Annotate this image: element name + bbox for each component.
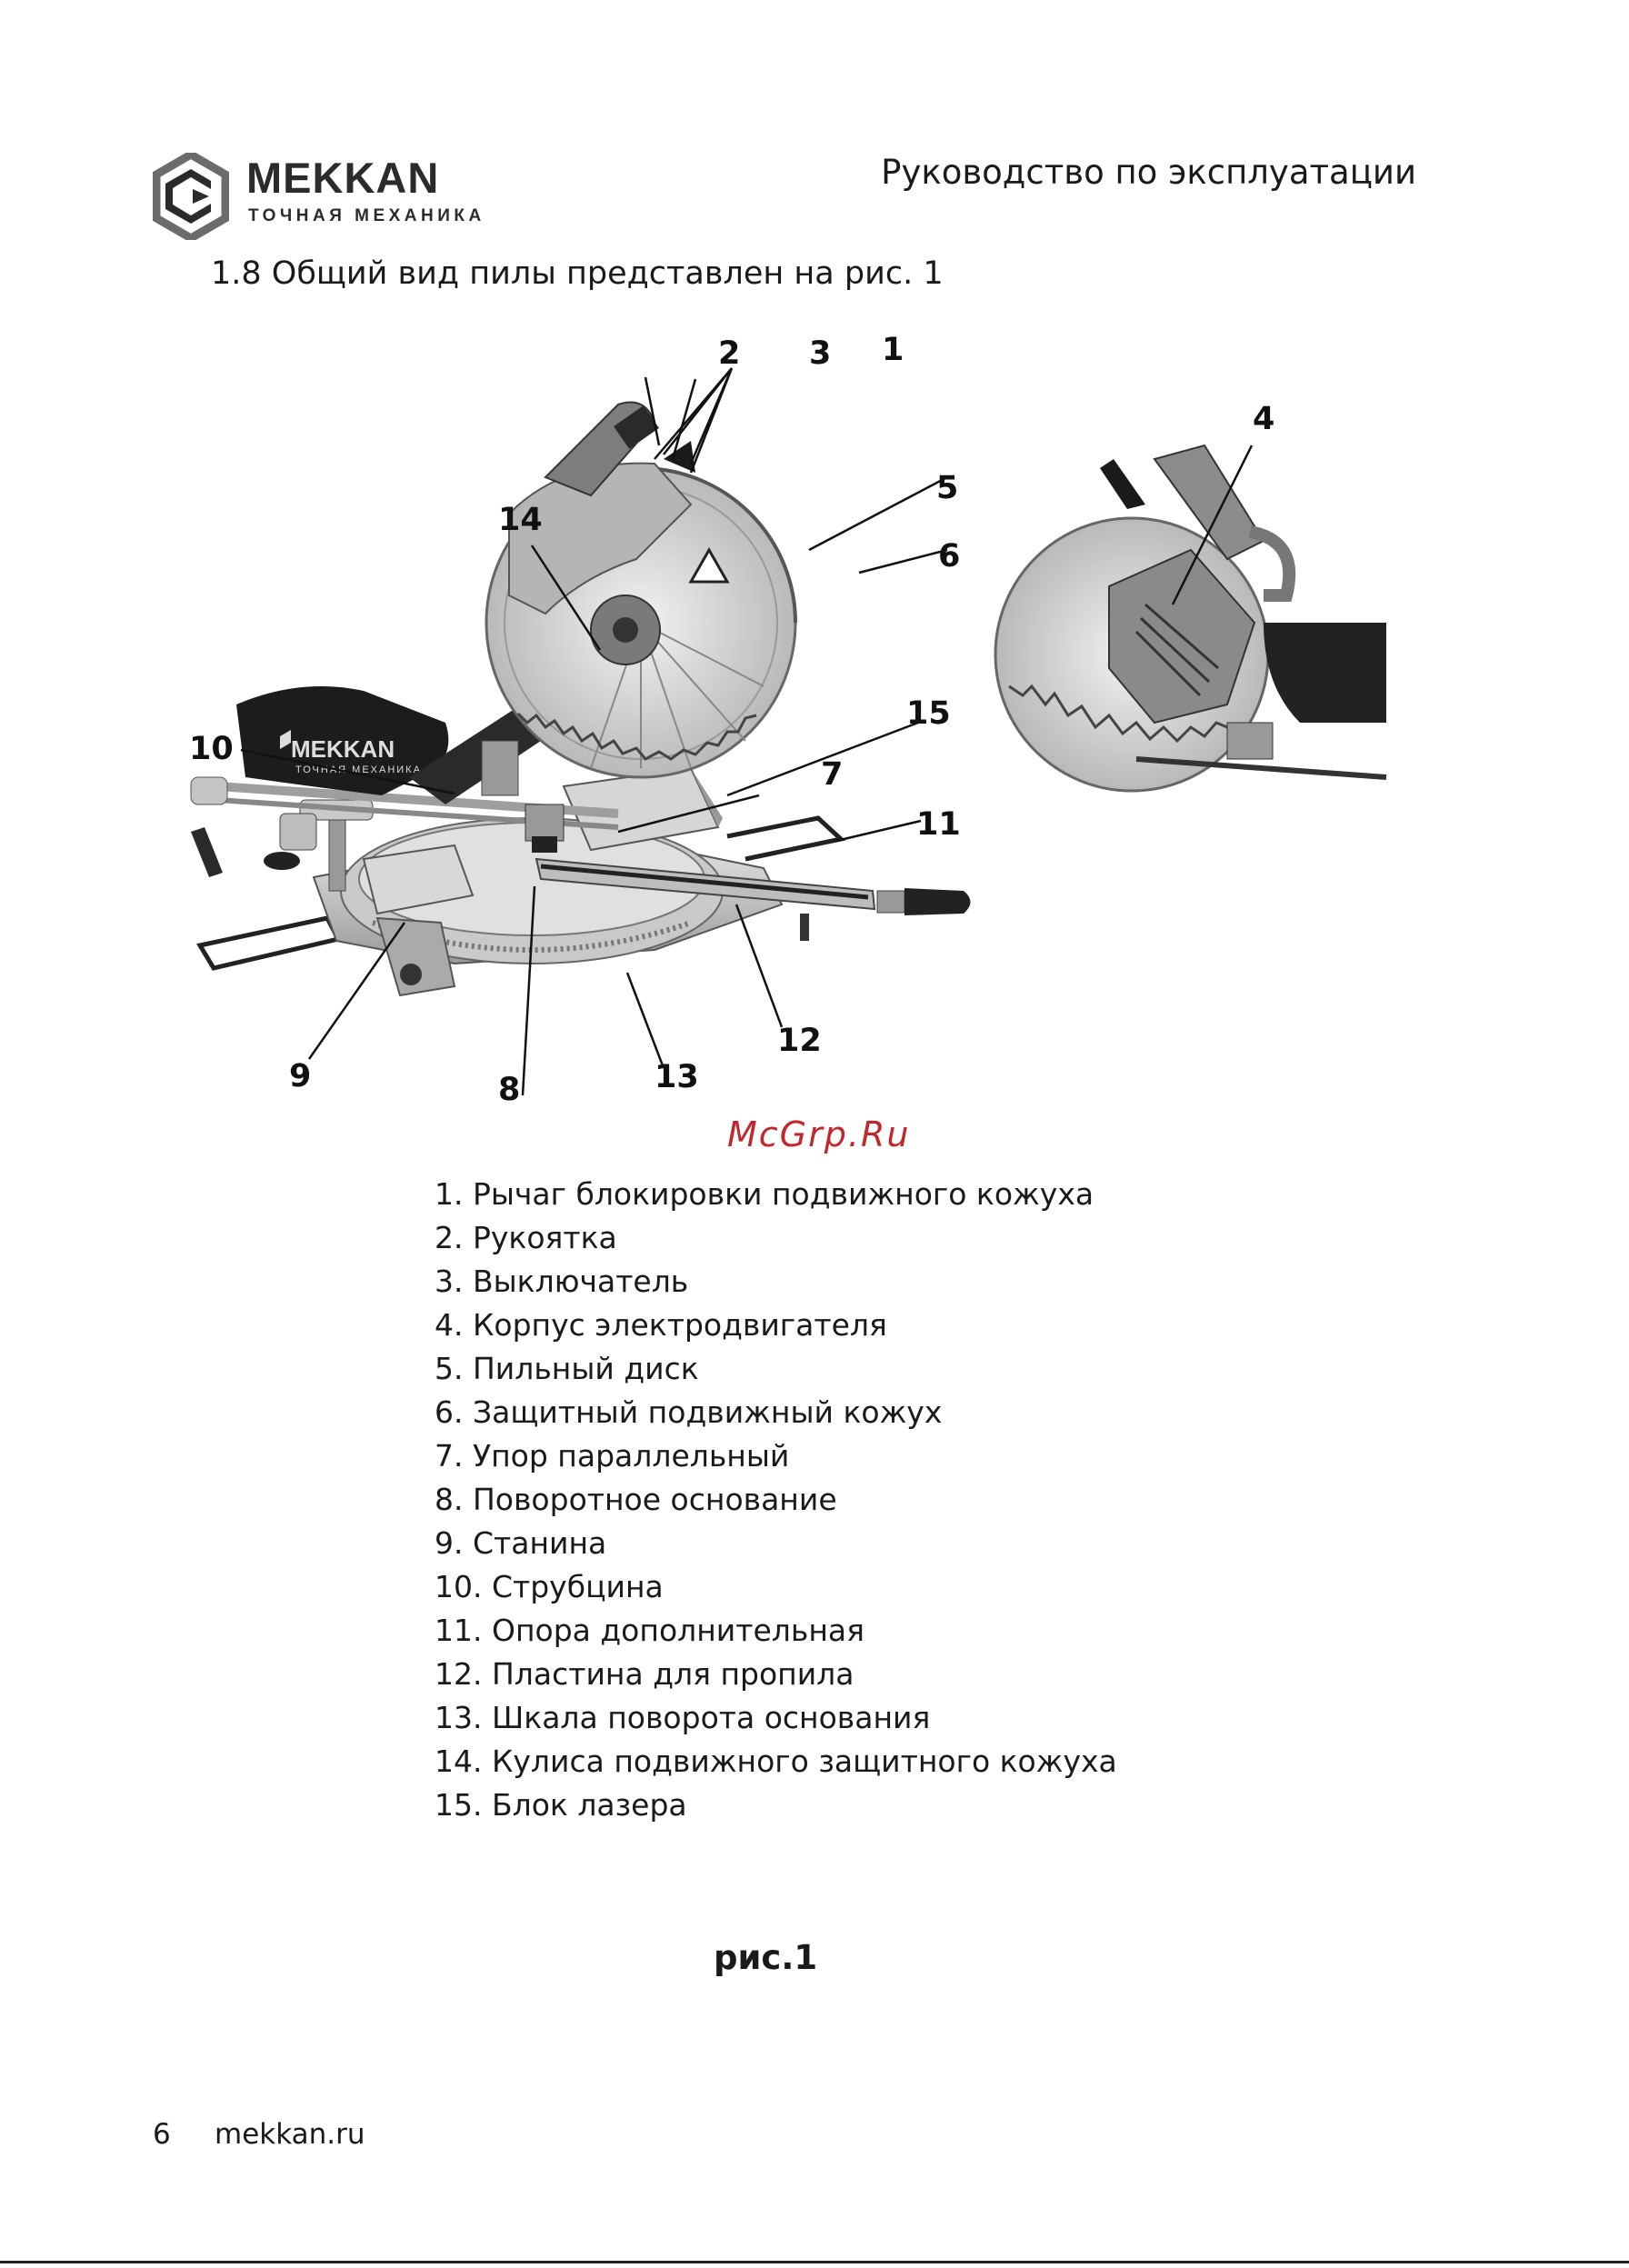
figure-caption: рис.1: [714, 1938, 818, 1977]
brand-tagline: ТОЧНАЯ МЕХАНИКА: [248, 206, 485, 225]
logo-mark-icon: [153, 153, 229, 240]
callout-7: 7: [821, 756, 844, 793]
callout-15: 15: [906, 695, 951, 732]
callout-9: 9: [289, 1058, 312, 1094]
callout-14: 14: [498, 502, 543, 538]
manual-title: Руководство по эксплуатации: [881, 153, 1416, 192]
list-item: 14. Кулиса подвижного защитного кожуха: [435, 1743, 1117, 1779]
callout-4: 4: [1253, 401, 1275, 437]
list-item: 9. Станина: [435, 1525, 607, 1561]
callout-8: 8: [498, 1072, 521, 1108]
saw-figure: MEKKAN ТОЧНАЯ МЕХАНИКА: [182, 323, 1409, 1123]
watermark: McGrp.Ru: [727, 1114, 911, 1154]
website-link[interactable]: mekkan.ru: [215, 2118, 365, 2151]
bag-brand: MEKKAN: [291, 735, 395, 763]
list-item: 13. Шкала поворота основания: [435, 1700, 931, 1735]
callout-11: 11: [916, 806, 961, 843]
brand-logo: MEKKAN ТОЧНАЯ МЕХАНИКА: [153, 153, 481, 244]
list-item: 6. Защитный подвижный кожух: [435, 1394, 943, 1430]
list-item: 7. Упор параллельный: [435, 1438, 790, 1474]
list-item: 11. Опора дополнительная: [435, 1613, 864, 1648]
list-item: 5. Пильный диск: [435, 1351, 699, 1386]
callout-2: 2: [718, 335, 741, 372]
list-item: 12. Пластина для пропила: [435, 1656, 854, 1692]
brand-name: MEKKAN: [246, 154, 440, 202]
saw-illustration: MEKKAN ТОЧНАЯ МЕХАНИКА: [190, 367, 1387, 1096]
callout-10: 10: [189, 731, 234, 767]
callout-3: 3: [809, 335, 832, 372]
parts-list: 1. Рычаг блокировки подвижного кожуха 2.…: [435, 1173, 1117, 1827]
list-item: 15. Блок лазера: [435, 1787, 687, 1823]
list-item: 4. Корпус электродвигателя: [435, 1307, 887, 1343]
list-item: 2. Рукоятка: [435, 1220, 617, 1255]
intro-text: 1.8 Общий вид пилы представлен на рис. 1: [211, 255, 944, 292]
list-item: 3. Выключатель: [435, 1264, 689, 1299]
list-item: 10. Струбцина: [435, 1569, 664, 1604]
page-number: 6: [153, 2118, 171, 2151]
callout-12: 12: [777, 1023, 822, 1059]
callout-6: 6: [938, 538, 961, 574]
list-item: 8. Поворотное основание: [435, 1482, 837, 1517]
callout-1: 1: [882, 332, 904, 368]
callout-13: 13: [655, 1059, 699, 1095]
list-item: 1. Рычаг блокировки подвижного кожуха: [435, 1176, 1094, 1212]
callout-5: 5: [936, 470, 959, 506]
bottom-rule: [0, 2261, 1629, 2263]
